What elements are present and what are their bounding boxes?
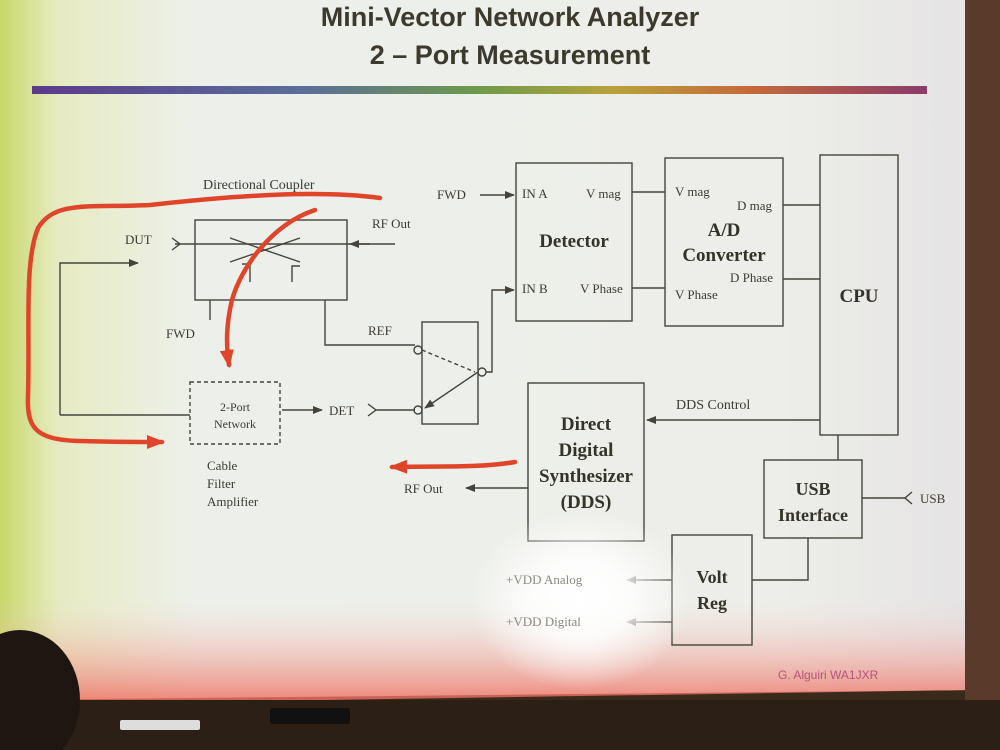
projector-remote bbox=[270, 708, 350, 724]
two-port-label-1: 2-Port bbox=[220, 400, 250, 414]
usb-interface-box bbox=[763, 459, 863, 539]
det-label: DET bbox=[329, 403, 355, 418]
adc-vmag-label: V mag bbox=[675, 184, 710, 199]
usb-title-1: USB bbox=[795, 479, 831, 499]
audience-head-silhouette bbox=[0, 630, 80, 750]
volt-reg-title-1: Volt bbox=[696, 567, 728, 587]
adc-title-1: A/D bbox=[707, 220, 741, 241]
two-port-caption-cable: Cable bbox=[207, 458, 238, 473]
directional-coupler-label: Directional Coupler bbox=[203, 178, 315, 193]
adc-box bbox=[664, 157, 784, 327]
detector-title: Detector bbox=[539, 231, 609, 252]
dut-label: DUT bbox=[125, 232, 152, 247]
cpu-box bbox=[819, 154, 899, 436]
adc-dmag-label: D mag bbox=[737, 198, 773, 213]
adc-title-2: Converter bbox=[682, 245, 766, 266]
title-rule bbox=[32, 86, 927, 94]
detector-in-b-label: IN B bbox=[522, 281, 548, 296]
usb-title-2: Interface bbox=[778, 505, 848, 525]
projector-glare bbox=[470, 510, 690, 690]
two-port-caption-filter: Filter bbox=[207, 476, 236, 491]
usb-port-label: USB bbox=[920, 491, 946, 506]
two-port-label-2: Network bbox=[214, 417, 256, 431]
fwd-left-label: FWD bbox=[166, 326, 195, 341]
dds-control-label: DDS Control bbox=[676, 398, 751, 413]
detector-vphase-label: V Phase bbox=[580, 281, 623, 296]
red-annotation-strokes bbox=[25, 191, 518, 474]
slide-title: Mini-Vector Network Analyzer bbox=[320, 2, 700, 32]
vdd-analog-label: +VDD Analog bbox=[506, 572, 583, 587]
rf-out-top-label: RF Out bbox=[372, 216, 411, 231]
slide-subtitle: 2 – Port Measurement bbox=[369, 40, 651, 70]
two-port-caption-amplifier: Amplifier bbox=[207, 494, 259, 509]
ref-label: REF bbox=[368, 323, 392, 338]
dds-title-2: Digital bbox=[558, 440, 614, 461]
dds-title-1: Direct bbox=[560, 414, 612, 435]
adc-dphase-label: D Phase bbox=[730, 270, 773, 285]
volt-reg-title-2: Reg bbox=[697, 593, 727, 613]
adc-vphase-label: V Phase bbox=[675, 287, 718, 302]
detector-box bbox=[515, 162, 633, 322]
fwd-input-label: FWD bbox=[437, 187, 466, 202]
detector-in-a-label: IN A bbox=[522, 186, 548, 201]
two-port-network-box bbox=[189, 381, 281, 445]
detector-vmag-label: V mag bbox=[586, 186, 621, 201]
rf-out-dds-label: RF Out bbox=[404, 481, 443, 496]
directional-coupler-box bbox=[194, 219, 348, 301]
cpu-title: CPU bbox=[839, 286, 879, 307]
vdd-digital-label: +VDD Digital bbox=[506, 614, 581, 629]
marker-tray-item bbox=[120, 720, 200, 730]
dds-title-3: Synthesizer bbox=[539, 466, 633, 487]
slide-credit: G. Alguiri WA1JXR bbox=[778, 668, 879, 682]
projection-screen bbox=[0, 0, 972, 700]
dds-title-4: (DDS) bbox=[560, 492, 612, 513]
